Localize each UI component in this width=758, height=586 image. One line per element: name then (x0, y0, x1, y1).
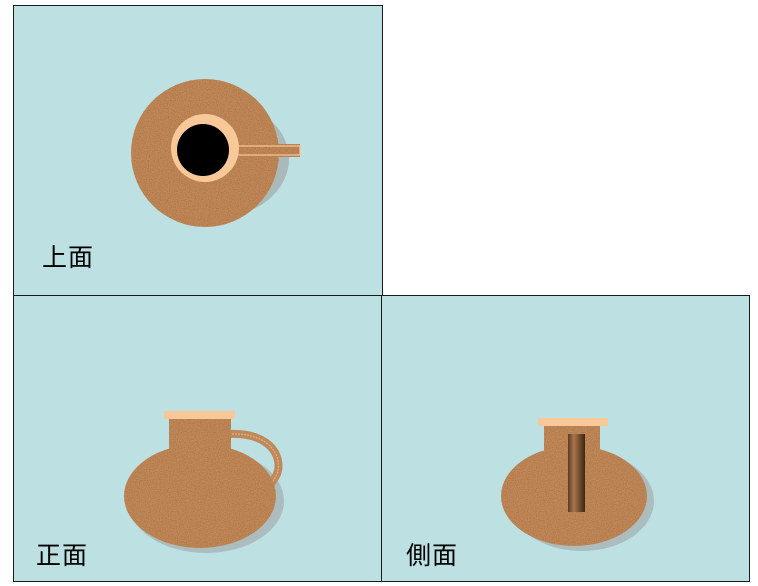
opening (177, 124, 229, 176)
handle-top (230, 144, 300, 157)
neck-front (169, 418, 231, 458)
top-view-label: 上面 (42, 243, 95, 272)
rim-front (164, 411, 235, 419)
front-view-drawing (124, 411, 284, 553)
top-view-panel: 上面 (13, 5, 383, 297)
front-view-jug (124, 411, 284, 553)
front-view-panel: 正面 (13, 295, 383, 582)
side-view-drawing (501, 418, 654, 551)
top-view-jug (131, 79, 301, 227)
side-view-panel: 側面 (381, 295, 750, 582)
top-view-drawing (131, 79, 301, 227)
handle-side (568, 434, 585, 512)
side-view-jug (501, 418, 654, 551)
side-view-label: 側面 (406, 541, 459, 570)
jug-body-front (124, 444, 276, 548)
rim-side (538, 418, 608, 426)
front-view-label: 正面 (36, 541, 89, 570)
